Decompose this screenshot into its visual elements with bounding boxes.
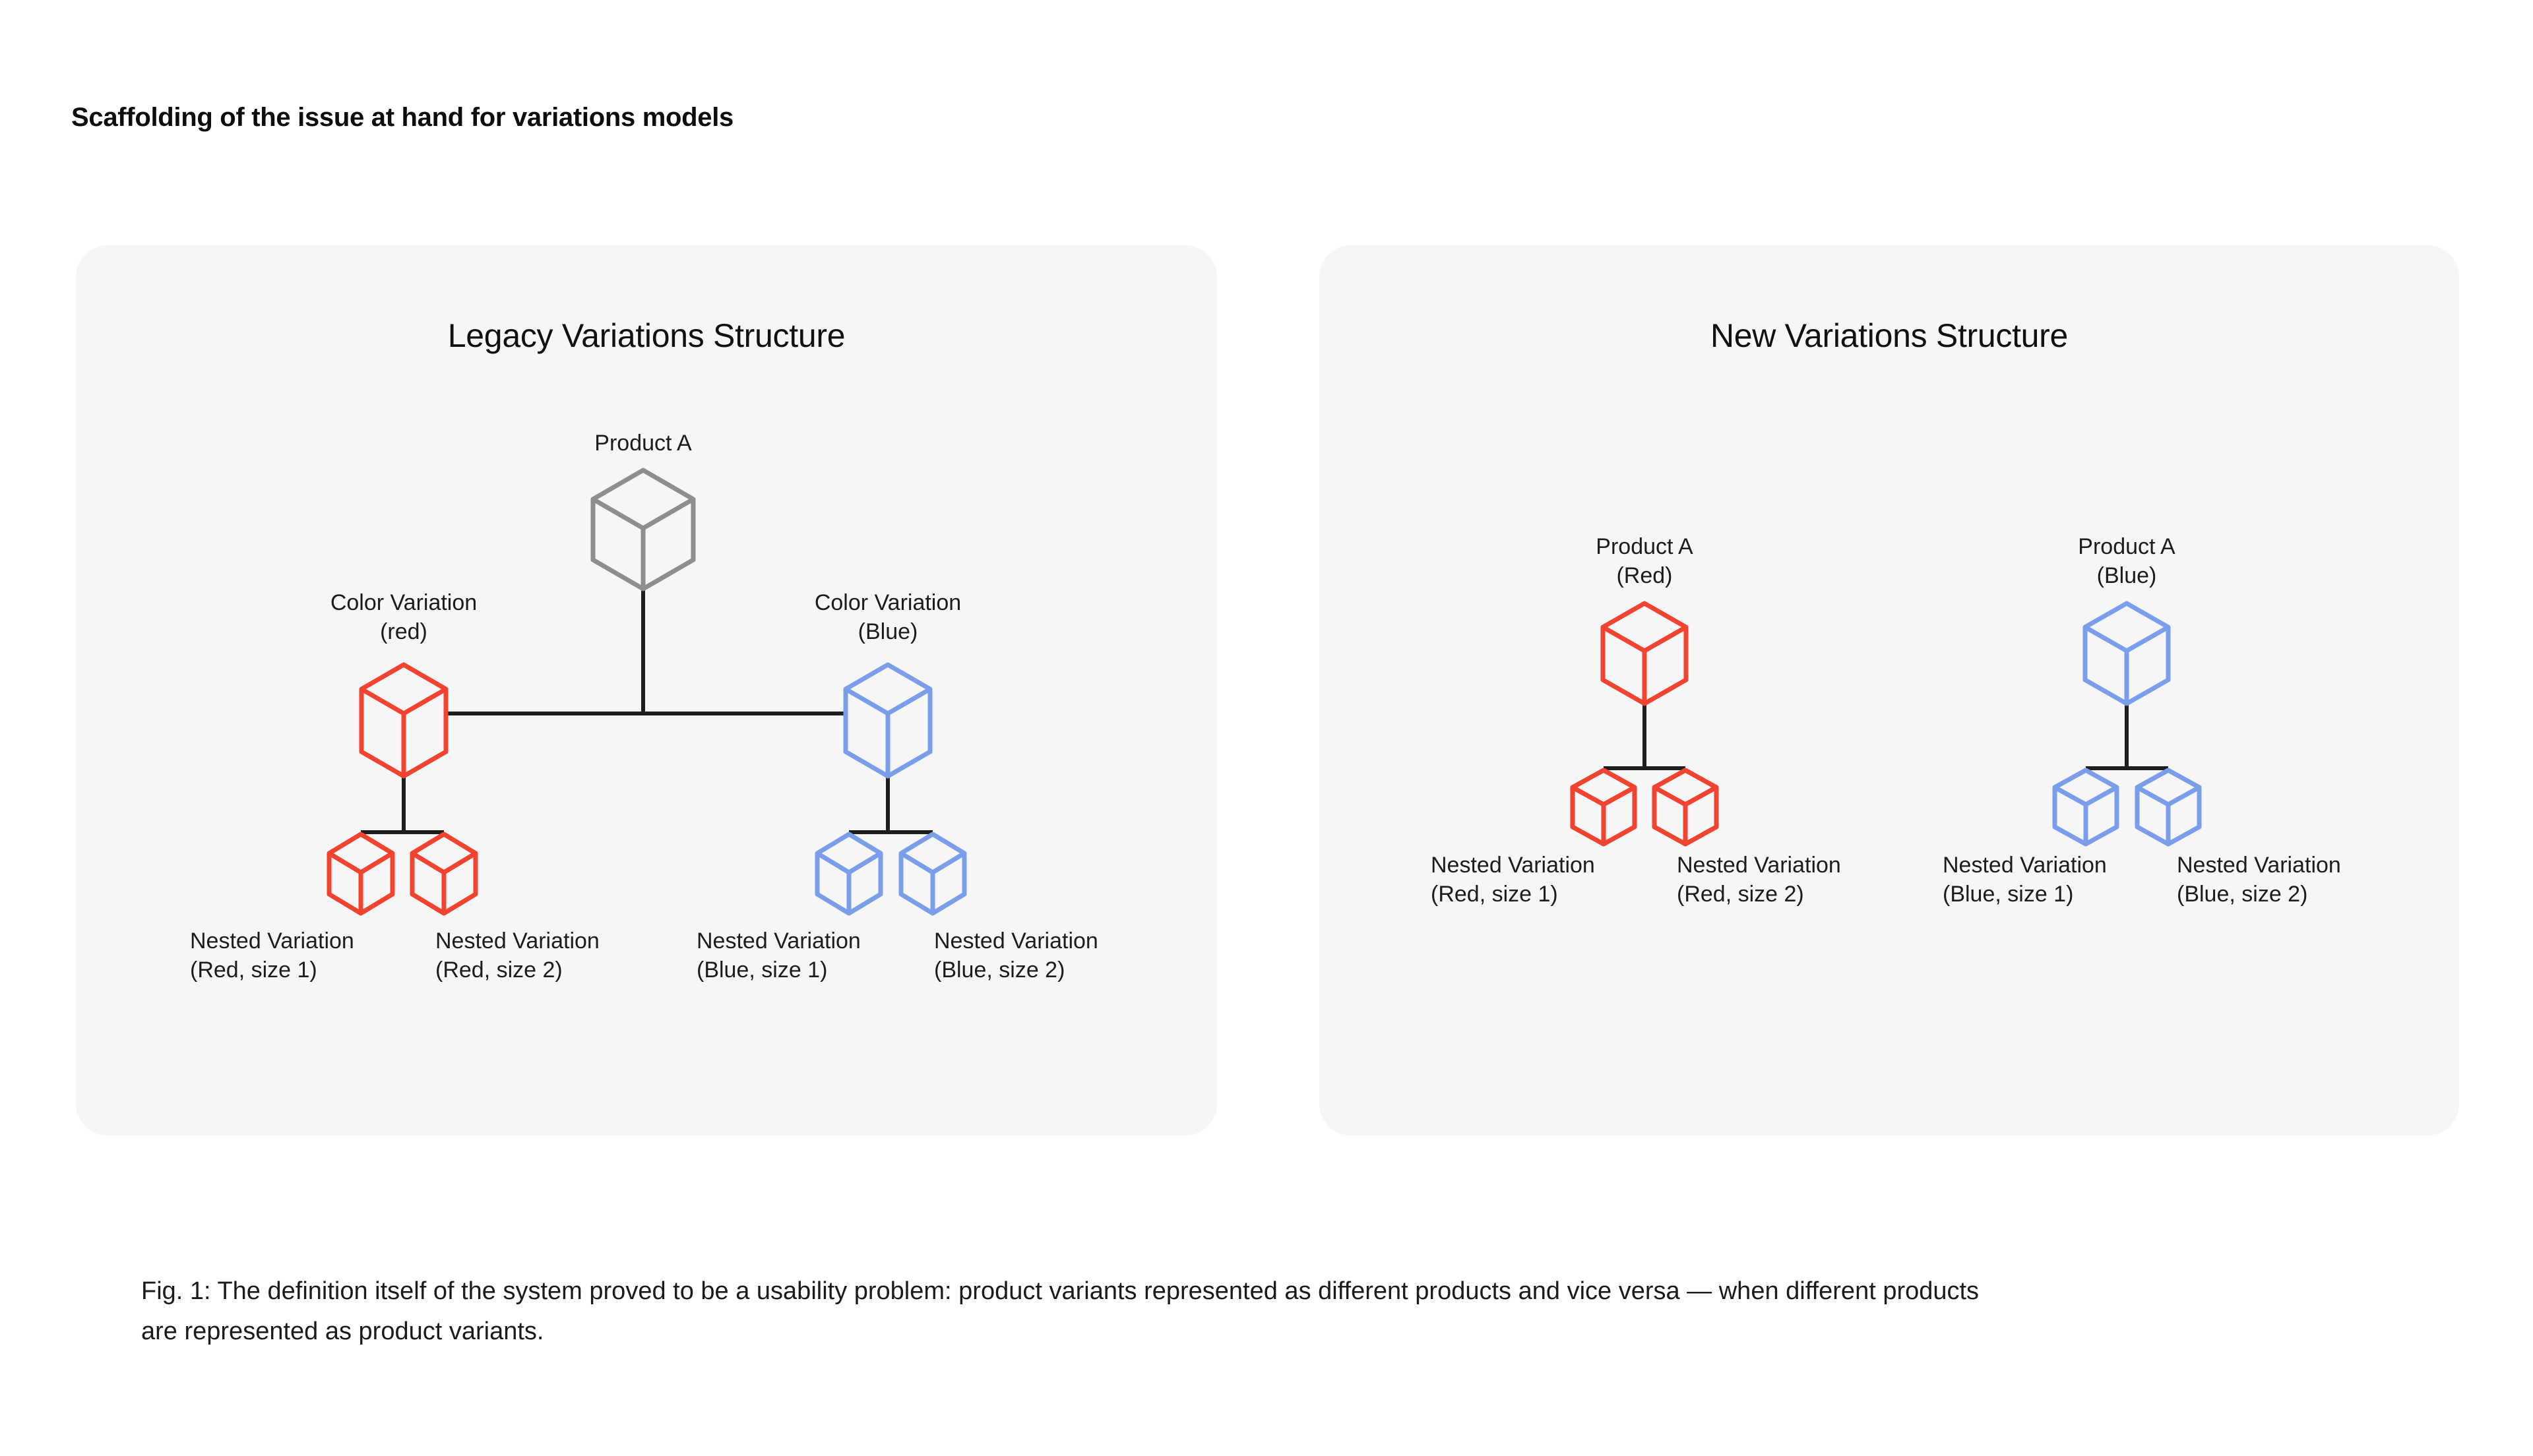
product-a-label: Product A <box>594 431 692 456</box>
nested-blue-size1-label-line-2: (Blue, size 1) <box>1943 882 2073 907</box>
nested-red-size1-label-line-2: (Red, size 1) <box>1431 882 1558 907</box>
panel-new-structure: New Variations Structure Product A(Red)P… <box>1319 245 2459 1136</box>
panel-legacy-structure: Legacy Variations Structure Product A Col… <box>76 245 1217 1136</box>
color-variation-red-cube <box>359 662 449 779</box>
nested-blue-size1-label-line-1: Nested Variation <box>697 928 861 954</box>
nested-blue-size1-label-line-2: (Blue, size 1) <box>697 957 827 983</box>
color-variation-blue-label-line-1: Color Variation <box>815 590 961 615</box>
nested-blue-size2-cube <box>2135 768 2202 847</box>
nested-red-size2-label-line-2: (Red, size 2) <box>435 957 563 983</box>
nested-blue-size1-cube <box>2052 768 2119 847</box>
nested-red-size1-label-line-1: Nested Variation <box>1431 853 1595 878</box>
nested-blue-size1-label-line-1: Nested Variation <box>1943 853 2107 878</box>
nested-red-size2-cube <box>1652 768 1719 847</box>
figure-caption-line-1: Fig. 1: The definition itself of the sys… <box>141 1277 1980 1305</box>
page-title: Scaffolding of the issue at hand for var… <box>71 103 734 132</box>
nested-red-size2-label-line-2: (Red, size 2) <box>1677 882 1804 907</box>
product-a-red-label-line-1: Product A <box>1596 534 1693 559</box>
product-a-blue-label-line-2: (Blue) <box>2097 563 2157 588</box>
product-a-blue-cube <box>2082 601 2171 706</box>
figure-caption-line-2: are represented as product variants. <box>141 1318 544 1345</box>
product-a-red-label-line-2: (Red) <box>1616 563 1672 588</box>
nested-blue-size2-label-line-1: Nested Variation <box>2177 853 2341 878</box>
color-variation-red-label-line-2: (red) <box>380 619 427 644</box>
new-structure-diagram: Product A (Red) Product A (Blue) Nested Vari… <box>1431 534 2341 907</box>
nested-red-size1-label-line-2: (Red, size 1) <box>190 957 317 983</box>
nested-red-size1-cube <box>1570 768 1637 847</box>
nested-red-size2-label-line-1: Nested Variation <box>435 928 600 954</box>
product-a-red-cube <box>1600 601 1689 706</box>
legacy-structure-diagram: Product A Color Variation (red) Color Varia… <box>190 431 1098 983</box>
product-a-blue-label-line-1: Product A <box>2078 534 2175 559</box>
color-variation-blue-cube <box>843 662 933 779</box>
nested-blue-size2-label-line-1: Nested Variation <box>934 928 1098 954</box>
nested-red-size1-cube <box>327 832 395 916</box>
nested-red-size2-cube <box>410 832 478 916</box>
nested-blue-size1-cube <box>815 832 883 916</box>
panel-new-title: New Variations Structure <box>1710 317 2069 354</box>
color-variation-red-label-line-1: Color Variation <box>330 590 477 615</box>
nested-blue-size2-label-line-2: (Blue, size 2) <box>934 957 1065 983</box>
figure-caption: Fig. 1: The definition itself of the sys… <box>141 1271 2463 1352</box>
product-a-cube <box>590 468 696 592</box>
nested-red-size1-label-line-1: Nested Variation <box>190 928 354 954</box>
nested-blue-size2-label-line-2: (Blue, size 2) <box>2177 882 2307 907</box>
nested-blue-size2-cube <box>898 832 967 916</box>
panel-legacy-title: Legacy Variations Structure <box>447 317 846 354</box>
nested-red-size2-label-line-1: Nested Variation <box>1677 853 1841 878</box>
color-variation-blue-label-line-2: (Blue) <box>858 619 918 644</box>
